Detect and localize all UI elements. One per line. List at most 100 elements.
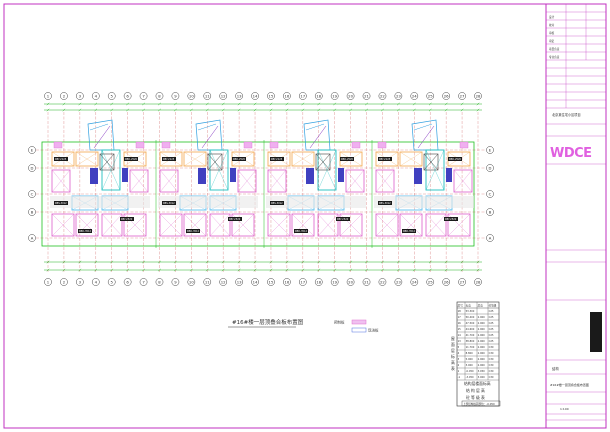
- axis-bubble-top-17-circle: [298, 92, 307, 100]
- axis-bubble-top-24-circle: [410, 92, 419, 100]
- dim-top-2-tick-11: [221, 108, 225, 112]
- axis-bubble-bottom-13-label: 13: [237, 279, 242, 284]
- floor-plan: DBY-2125 DBD-2520DBS-3012DBY-2520DBD-3512…: [28, 92, 494, 286]
- room-tag-0: DBY-2125: [55, 158, 67, 161]
- dim-top-1-tick-3: [94, 102, 98, 106]
- dim-top-2-tick-3: [94, 108, 98, 112]
- room-tag-bg-0: [162, 157, 176, 161]
- axis-bubble-top-3-circle: [76, 92, 84, 100]
- table-vertical-char-2: 层: [451, 348, 455, 353]
- axis-bubble-top-27-circle: [458, 92, 466, 100]
- room-tag-1: DBD-2520: [449, 158, 462, 161]
- shaft-box: [99, 153, 115, 171]
- axis-bubble-left-B-label: B: [31, 209, 34, 214]
- axis-bubble-top-19-circle: [330, 92, 339, 100]
- axis-bubble-top-4-circle: [91, 92, 100, 100]
- axis-bubble-right-B-circle: [486, 208, 494, 216]
- axis-bubble-top-19-label: 19: [332, 93, 337, 98]
- slab-diag-b-9: [231, 213, 255, 237]
- table-cell-5-1: 38.800: [466, 339, 475, 343]
- table-cell-2-1: 47.500: [466, 321, 475, 325]
- axis-bubble-right-E-circle: [486, 146, 494, 154]
- room-tag-4: DBD-3512: [403, 230, 416, 233]
- room-tag-bg-1: [232, 157, 246, 161]
- room-tag-bg-3: [336, 217, 350, 221]
- axis-bubble-bottom-11-label: 11: [205, 279, 210, 284]
- dim-top-2-tick-10: [205, 108, 209, 112]
- slab-panel-6: [375, 213, 399, 237]
- balcony-left: [161, 141, 171, 149]
- axis-bubble-bottom-23-label: 23: [396, 279, 401, 284]
- slab-panel-6: [267, 213, 291, 237]
- dim-top-1-tick-7: [158, 102, 161, 106]
- slab-diag-b-8: [101, 213, 123, 237]
- room-tag-2: DBS-3012: [163, 202, 175, 205]
- axis-bubble-top-13-circle: [235, 92, 243, 100]
- dim-top-1-tick-22: [396, 102, 400, 106]
- axis-bubble-bottom-25-circle: [426, 278, 435, 286]
- room-tag-1: DBD-2520: [233, 158, 246, 161]
- table-cell-0-0: 18: [458, 309, 462, 313]
- axis-bubble-bottom-28-label: 28: [476, 279, 481, 284]
- axis-bubble-bottom-16-label: 16: [284, 279, 289, 284]
- title-block-label-3: 审定: [549, 39, 555, 43]
- axis-bubble-top-4-label: 4: [95, 93, 98, 98]
- axis-bubble-bottom-1-circle: [44, 278, 52, 286]
- axis-bubble-bottom-19-label: 19: [332, 279, 337, 284]
- slab-diag-b-6: [375, 213, 399, 237]
- room-tag-0: DBY-2125: [163, 158, 175, 161]
- axis-bubble-bottom-20-circle: [346, 278, 355, 286]
- room-tag-1: DBD-2520: [125, 158, 138, 161]
- dim-top-2-tick-17: [317, 108, 321, 112]
- corridor-band: [374, 196, 474, 208]
- slab-panel-7: [183, 213, 207, 237]
- axis-bubble-bottom-12-label: 12: [221, 279, 226, 284]
- core-block-1: [90, 168, 98, 184]
- axis-bubble-left-E-circle: [28, 146, 36, 154]
- approval-stamp: [590, 312, 602, 352]
- shaft-x2: [99, 153, 115, 171]
- table-footnote-box: [461, 400, 501, 407]
- table-cell-7-0: 4: [458, 351, 460, 355]
- axis-bubble-right-D-circle: [486, 164, 494, 172]
- slab-panel-8: [101, 213, 123, 237]
- table-cell-11-1: -3.050: [466, 375, 474, 379]
- dim-top-1-tick-23: [412, 102, 416, 106]
- dim-top-2-tick-20: [365, 108, 368, 112]
- balcony-left: [377, 141, 387, 149]
- axis-bubble-bottom-1-label: 1: [47, 279, 50, 284]
- table-cell-10-0: 1: [458, 369, 460, 373]
- room-tag-bg-1: [340, 157, 354, 161]
- dim-top-1-tick-12: [237, 102, 241, 106]
- slab-diag-b-1: [75, 151, 99, 167]
- dim-top-2-tick-7: [158, 108, 161, 112]
- slab-diag-b-4: [51, 169, 71, 193]
- slab-panel-5: [345, 169, 365, 193]
- room-tag-bg-3: [444, 217, 458, 221]
- slab-diag-b-5: [237, 169, 257, 193]
- axis-bubble-top-9-label: 9: [174, 93, 177, 98]
- table-cell-3-3: C25: [489, 327, 494, 331]
- room-tag-4: DBD-3512: [79, 230, 92, 233]
- room-tag-bg-1: [448, 157, 462, 161]
- slab-diag-b-9: [339, 213, 363, 237]
- axis-bubble-bottom-18-label: 18: [316, 279, 321, 284]
- axis-bubble-bottom-5-label: 5: [110, 279, 113, 284]
- dim-top-2-tick-26: [460, 108, 464, 112]
- table-cell-11-0: -1: [458, 375, 461, 379]
- axis-bubble-bottom-28-circle: [474, 278, 482, 286]
- stair-diagonal: [89, 123, 109, 131]
- axis-bubble-bottom-4-circle: [91, 278, 100, 286]
- core-block-1: [306, 168, 314, 184]
- slab-diag-b-1: [291, 151, 315, 167]
- discipline-label: 结构: [552, 366, 559, 371]
- axis-bubble-right-D-label: D: [489, 165, 492, 170]
- room-tag-3: DBY-2520: [445, 218, 457, 221]
- axis-bubble-top-21-circle: [362, 92, 371, 100]
- room-tag-bg-0: [54, 157, 68, 161]
- room-tag-bg-2: [378, 201, 392, 205]
- axis-bubble-bottom-16-circle: [283, 278, 291, 286]
